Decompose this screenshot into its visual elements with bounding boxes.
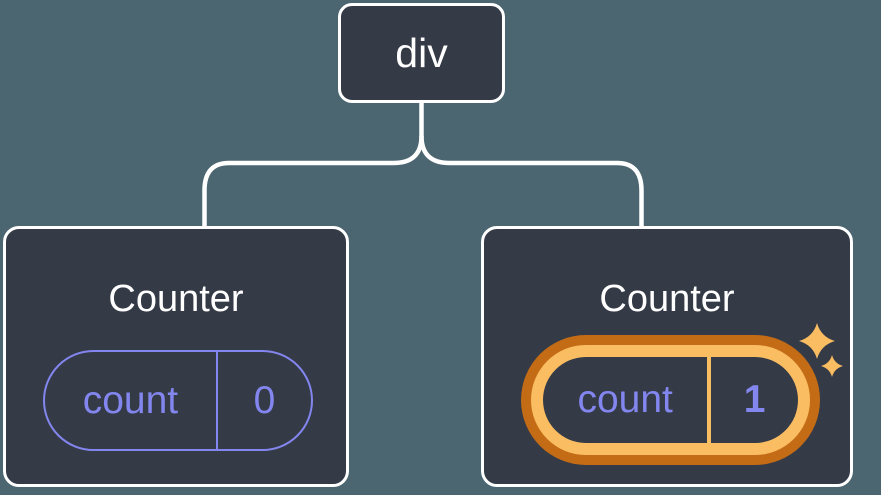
counter-card-left: Counter count 0	[3, 226, 349, 487]
state-value: 1	[743, 378, 766, 421]
state-pill-core: count 1	[543, 357, 798, 443]
state-pill-highlighted: count 1	[521, 335, 820, 465]
connector-left	[202, 100, 424, 227]
connector-right	[419, 135, 644, 227]
state-pill-highlight-ring: count 1	[531, 345, 810, 455]
root-node-label: div	[395, 29, 448, 76]
root-node-div: div	[338, 3, 505, 103]
state-key-label: count	[45, 352, 218, 449]
state-value: 0	[253, 378, 276, 422]
card-title: Counter	[108, 278, 244, 320]
state-pill: count 0	[43, 350, 313, 451]
counter-card-right: Counter count 1	[481, 226, 853, 487]
card-title: Counter	[599, 278, 735, 320]
state-key-label: count	[543, 357, 712, 443]
